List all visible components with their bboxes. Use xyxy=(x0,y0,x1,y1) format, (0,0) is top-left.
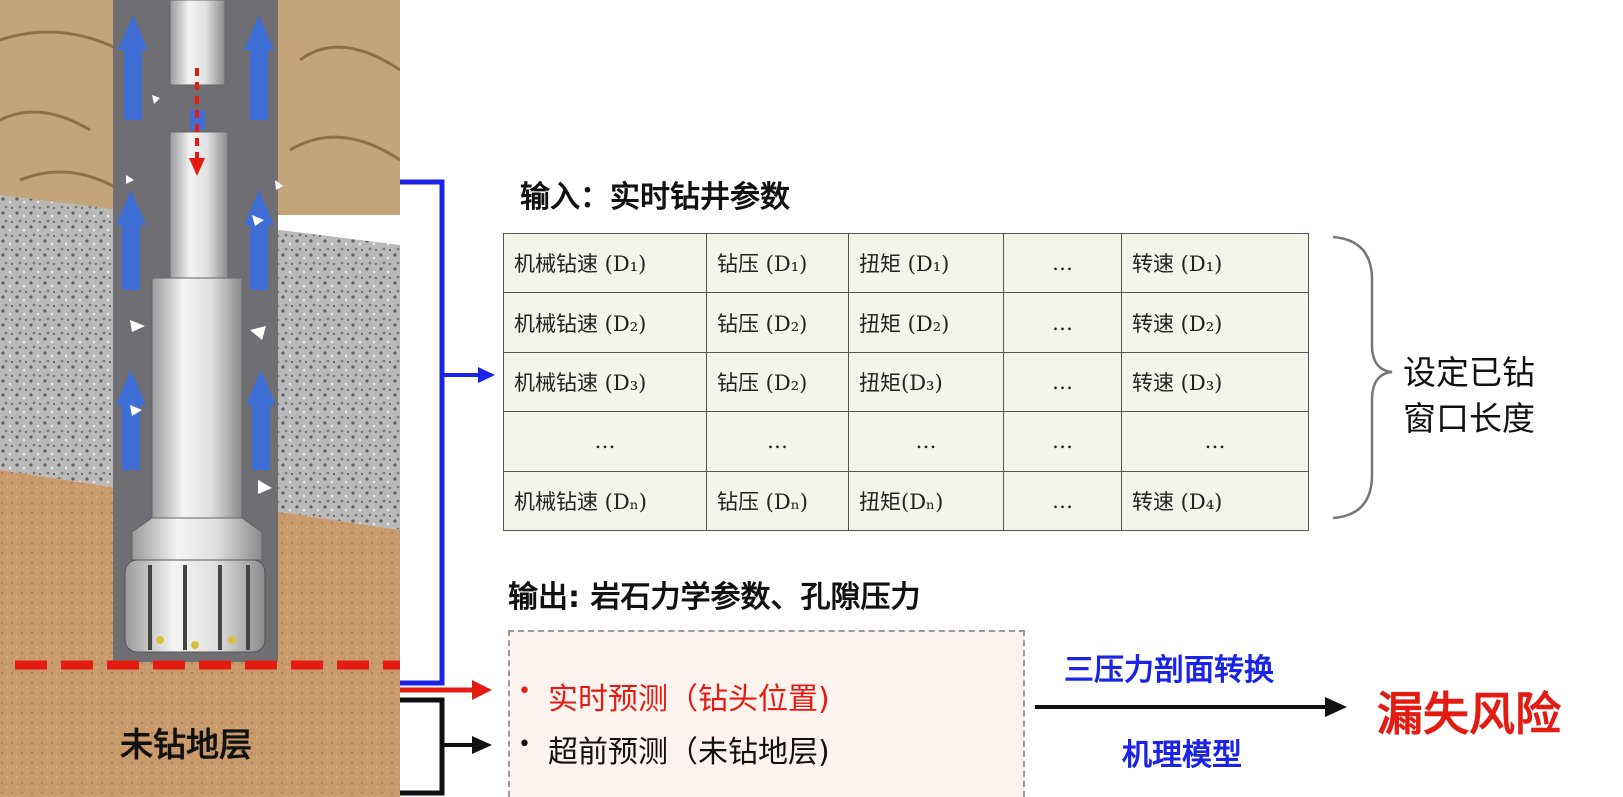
window-length-label-line1: 设定已钻 xyxy=(1403,353,1535,392)
table-cell: 钻压 (D₂) xyxy=(706,351,849,413)
table-cell: 钻压 (D₂) xyxy=(706,292,849,353)
table-cell: 机械钻速 (Dₙ) xyxy=(503,470,707,532)
table-cell: 转速 (D₄) xyxy=(1121,470,1309,532)
table-cell: 扭矩 (D₁) xyxy=(848,232,1004,294)
table-cell: 机械钻速 (D₂) xyxy=(503,292,707,353)
red-arrowhead xyxy=(472,680,492,700)
table-cell: 转速 (D₃) xyxy=(1121,351,1309,413)
conversion-label-top: 三压力剖面转换 xyxy=(1064,653,1274,688)
table-row: … … … … … xyxy=(503,411,1309,472)
table-row: 机械钻速 (D₂) 钻压 (D₂) 扭矩 (D₂) … 转速 (D₂) xyxy=(503,292,1309,353)
table-cell: … xyxy=(848,411,1004,472)
table-cell: … xyxy=(1121,411,1309,472)
window-brace xyxy=(1332,235,1393,520)
table-cell: 钻压 (D₁) xyxy=(706,232,849,294)
blue-bracket xyxy=(400,179,445,686)
flow-down-arrowhead xyxy=(189,158,205,176)
bullet: • xyxy=(518,679,531,704)
window-length-label-line2: 窗口长度 xyxy=(1403,399,1535,438)
table-cell: … xyxy=(503,411,707,472)
table-cell: … xyxy=(1003,411,1122,472)
output-title: 输出: 岩石力学参数、孔隙压力 xyxy=(508,580,921,615)
table-cell: … xyxy=(1003,351,1122,413)
drill-collar xyxy=(151,277,243,519)
ahead-prediction-item: • 超前预测（未钻地层) xyxy=(518,727,830,771)
bit-sub xyxy=(131,517,263,561)
bit-cutters xyxy=(156,636,236,649)
rock-cuttings xyxy=(126,95,283,494)
table-cell: 转速 (D₂) xyxy=(1121,292,1309,353)
drill-bit xyxy=(124,559,266,653)
bullet: • xyxy=(518,732,531,757)
table-cell: 机械钻速 (D₃) xyxy=(503,351,707,413)
table-row: 机械钻速 (D₁) 钻压 (D₁) 扭矩 (D₁) … 转速 (D₁) xyxy=(503,232,1309,294)
table-row: 机械钻速 (Dₙ) 钻压 (Dₙ) 扭矩(Dₙ) … 转速 (D₄) xyxy=(503,470,1309,532)
bit-blades xyxy=(148,565,250,650)
ahead-prediction-text: 超前预测（未钻地层) xyxy=(548,735,830,770)
table-cell: 扭矩(Dₙ) xyxy=(848,470,1004,532)
table-cell: … xyxy=(1003,232,1122,294)
realtime-prediction-item: • 实时预测（钻头位置) xyxy=(518,674,830,718)
blue-arrowhead xyxy=(478,367,495,383)
table-cell: 机械钻速 (D₁) xyxy=(503,232,707,294)
rock-crinkles xyxy=(0,30,400,192)
loss-risk-label: 漏失风险 xyxy=(1377,687,1561,741)
black-arrowhead xyxy=(472,736,492,754)
table-cell: 扭矩(D₃) xyxy=(848,351,1004,413)
input-title: 输入：实时钻井参数 xyxy=(520,180,790,215)
conversion-arrowhead xyxy=(1325,697,1347,717)
table-cell: 扭矩 (D₂) xyxy=(848,292,1004,353)
undrilled-formation-label: 未钻地层 xyxy=(120,725,252,764)
conversion-label-bottom: 机理模型 xyxy=(1122,738,1242,773)
black-bracket xyxy=(400,697,445,796)
drilling-parameter-table: 机械钻速 (D₁) 钻压 (D₁) 扭矩 (D₁) … 转速 (D₁) 机械钻速… xyxy=(503,232,1309,532)
window-length-label: 设定已钻 窗口长度 xyxy=(1403,350,1535,442)
table-cell: 钻压 (Dₙ) xyxy=(706,470,849,532)
table-row: 机械钻速 (D₃) 钻压 (D₂) 扭矩(D₃) … 转速 (D₃) xyxy=(503,351,1309,413)
drilling-illustration xyxy=(0,0,400,797)
table-cell: … xyxy=(1003,292,1122,353)
table-cell: … xyxy=(1003,470,1122,532)
realtime-prediction-text: 实时预测（钻头位置) xyxy=(548,682,830,717)
table-cell: 转速 (D₁) xyxy=(1121,232,1309,294)
flow-up-arrows xyxy=(116,15,276,470)
output-box: • 实时预测（钻头位置) • 超前预测（未钻地层) xyxy=(508,630,1025,797)
table-cell: … xyxy=(706,411,849,472)
